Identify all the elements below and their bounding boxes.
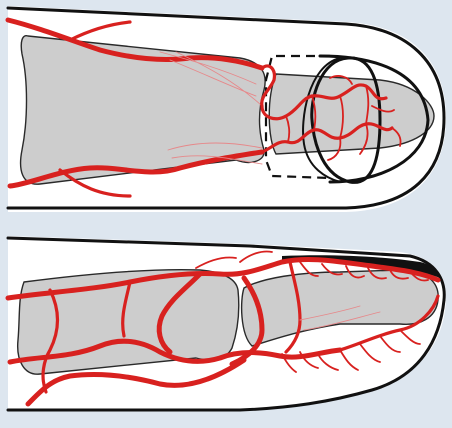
top-panel [8, 6, 446, 212]
bottom-panel [8, 236, 446, 410]
